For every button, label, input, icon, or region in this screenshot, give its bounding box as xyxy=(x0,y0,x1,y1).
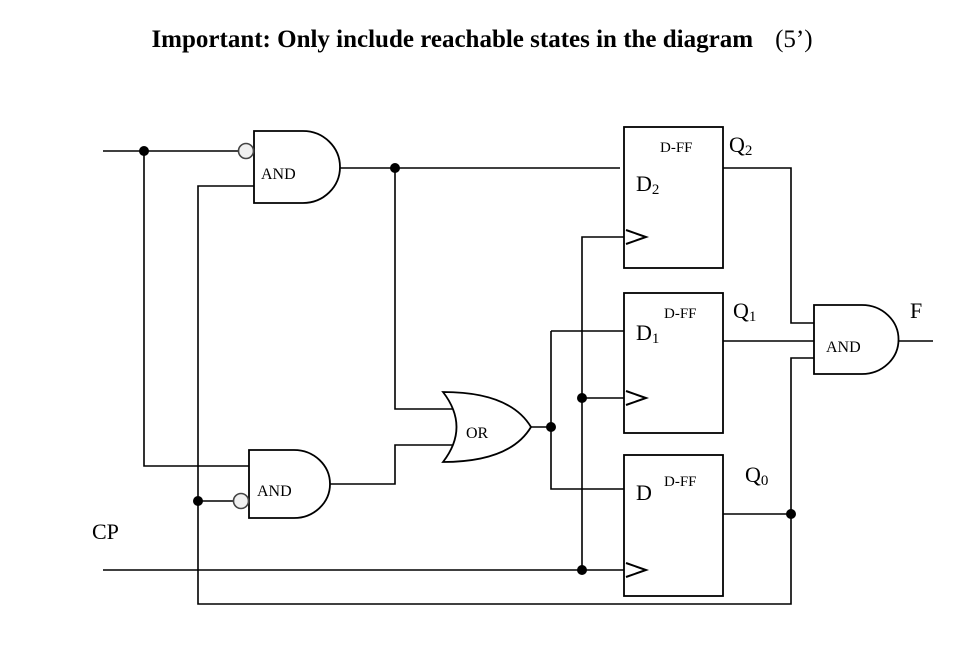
wires xyxy=(103,150,933,605)
flipflop-2: D-FF D2 Q2 xyxy=(623,126,752,269)
or-label: OR xyxy=(466,425,489,442)
and-top-label: AND xyxy=(261,166,296,183)
and-gate-output: AND xyxy=(813,304,900,375)
ff0-d-label: D xyxy=(636,480,652,505)
wire-q2 xyxy=(723,167,814,324)
title-text: Important: Only include reachable states… xyxy=(151,26,754,53)
junctions xyxy=(139,146,796,575)
junction-dot xyxy=(193,496,203,506)
junction-dot xyxy=(139,146,149,156)
junction-dot xyxy=(546,422,556,432)
ff2-type-label: D-FF xyxy=(660,140,693,156)
ff0-type-label: D-FF xyxy=(664,474,697,490)
output-signal-label: F xyxy=(910,298,922,323)
ff1-d-label: D1 xyxy=(636,320,659,347)
flipflop-0: D-FF D Q0 xyxy=(623,454,768,597)
ff2-d-label: D2 xyxy=(636,171,659,198)
junction-dot xyxy=(577,393,587,403)
junction-dot xyxy=(577,565,587,575)
clock-triangle-icon xyxy=(625,229,650,245)
wire-clock-trunk xyxy=(581,236,624,570)
or-gate: OR xyxy=(441,391,533,463)
clock-triangle-icon xyxy=(625,390,650,406)
inverter-bubble xyxy=(232,492,250,510)
wire-and-bottom-output xyxy=(330,444,453,485)
junction-dot xyxy=(786,509,796,519)
ff1-q-label: Q1 xyxy=(733,298,756,325)
clock-triangle-icon xyxy=(625,562,650,578)
ff0-q-label: Q0 xyxy=(745,462,768,489)
and-bottom-label: AND xyxy=(257,483,292,500)
wire-q0 xyxy=(723,357,814,515)
wire-d1-d0-trunk xyxy=(550,331,624,490)
wire-input-branch xyxy=(143,151,249,467)
junction-dot xyxy=(390,163,400,173)
flipflop-1: D-FF D1 Q1 xyxy=(623,292,756,434)
ff2-q-label: Q2 xyxy=(729,132,752,159)
wire-to-or-input1 xyxy=(394,168,453,410)
problem-title: Important: Only include reachable states… xyxy=(0,26,964,54)
wire-q0-feedback xyxy=(197,185,792,605)
inverter-bubble xyxy=(237,142,255,160)
and-output-label: AND xyxy=(826,339,861,356)
and-gate-bottom: AND xyxy=(232,449,331,519)
clock-signal-label: CP xyxy=(92,519,119,544)
points-label: (5’) xyxy=(775,26,813,53)
ff1-type-label: D-FF xyxy=(664,306,697,322)
and-gate-top: AND xyxy=(237,130,341,204)
